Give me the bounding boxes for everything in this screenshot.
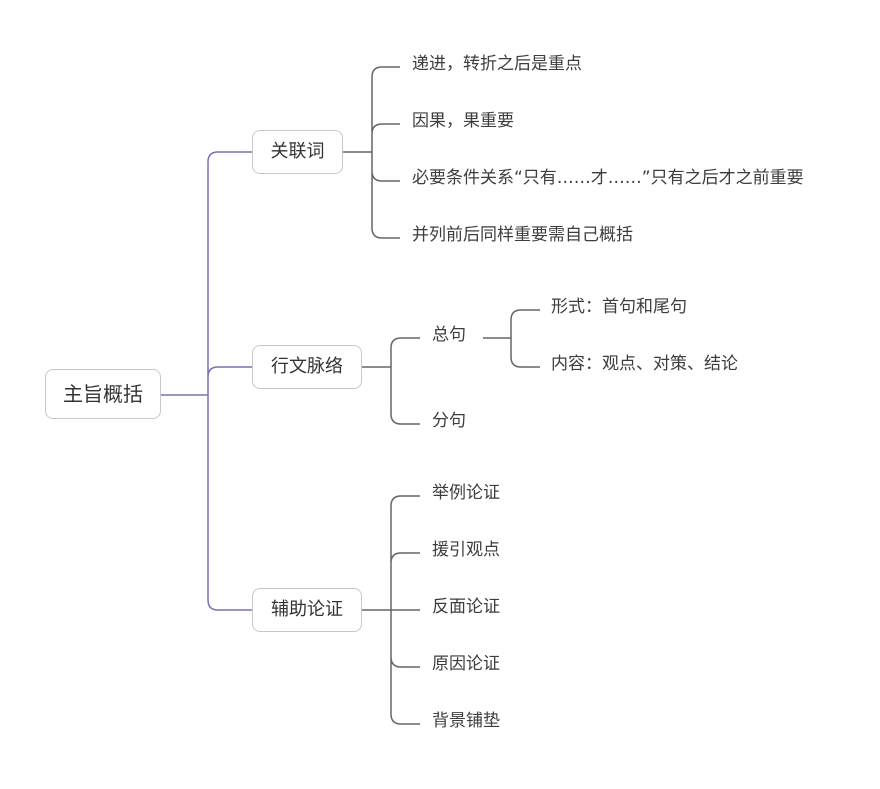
- branch-connector-supporting-argument: [362, 495, 420, 725]
- leaf-counter-argument[interactable]: 反面论证: [432, 597, 500, 617]
- branch-node-supporting-argument[interactable]: 辅助论证: [252, 588, 362, 632]
- leaf-example-argument[interactable]: 举例论证: [432, 483, 500, 503]
- leaf-sub-sentence[interactable]: 分句: [432, 411, 466, 431]
- branch-connector-text-structure: [362, 337, 420, 425]
- leaf-summary-form[interactable]: 形式：首句和尾句: [551, 297, 687, 317]
- leaf-necessary-condition[interactable]: 必要条件关系“只有……才……”只有之后才之前重要: [412, 168, 804, 188]
- leaf-background-argument[interactable]: 背景铺垫: [432, 711, 500, 731]
- branch-connector-summary-sentence: [483, 309, 540, 368]
- branch-connector-related-words: [343, 66, 400, 239]
- leaf-cause-argument[interactable]: 原因论证: [432, 654, 500, 674]
- root-node[interactable]: 主旨概括: [45, 369, 161, 419]
- root-connector: [161, 151, 252, 611]
- leaf-progression-turning[interactable]: 递进，转折之后是重点: [412, 54, 582, 74]
- subnode-summary-sentence[interactable]: 总句: [432, 325, 466, 345]
- branch-node-text-structure[interactable]: 行文脉络: [252, 345, 362, 389]
- branch-node-related-words[interactable]: 关联词: [252, 130, 343, 174]
- leaf-quote-argument[interactable]: 援引观点: [432, 540, 500, 560]
- leaf-summary-content[interactable]: 内容：观点、对策、结论: [551, 354, 738, 374]
- leaf-cause-effect[interactable]: 因果，果重要: [412, 111, 514, 131]
- leaf-parallel[interactable]: 并列前后同样重要需自己概括: [412, 225, 633, 245]
